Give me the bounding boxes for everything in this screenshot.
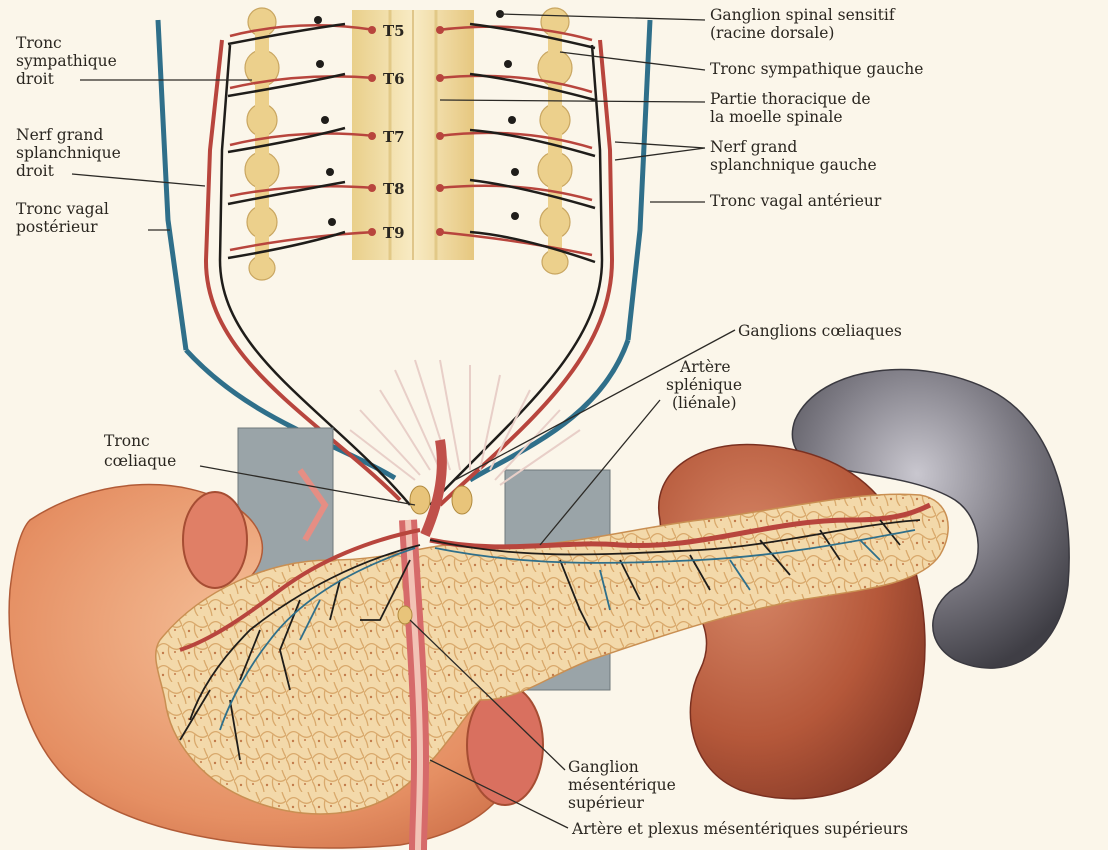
- svg-text:Ganglions cœliaques: Ganglions cœliaques: [738, 322, 902, 340]
- label-tronc-vagal-anterieur: Tronc vagal antérieur: [710, 192, 882, 210]
- duodenum-lumen: [183, 492, 247, 588]
- label-artere-plexus: Artère et plexus mésentériques supérieur…: [571, 820, 908, 838]
- svg-text:splanchnique gauche: splanchnique gauche: [710, 156, 877, 174]
- level-t5: T5: [383, 22, 405, 40]
- level-t9: T9: [383, 224, 405, 242]
- svg-text:Tronc: Tronc: [16, 34, 62, 52]
- label-tronc-vagal-posterieur: Tronc vagal postérieur: [16, 200, 109, 236]
- level-t6: T6: [383, 70, 405, 88]
- svg-text:Ganglion: Ganglion: [568, 758, 639, 776]
- svg-text:droit: droit: [16, 70, 55, 88]
- svg-text:Partie thoracique de: Partie thoracique de: [710, 90, 871, 108]
- svg-text:mésentérique: mésentérique: [568, 776, 676, 794]
- label-nerf-grand-splanchnique-droit: Nerf grand splanchnique droit: [16, 126, 121, 180]
- label-nerf-grand-splanchnique-gauche: Nerf grand splanchnique gauche: [710, 138, 877, 174]
- svg-text:(liénale): (liénale): [672, 394, 737, 412]
- label-tronc-sympathique-gauche: Tronc sympathique gauche: [710, 60, 923, 78]
- svg-text:Nerf grand: Nerf grand: [710, 138, 797, 156]
- diaphragm-fibers: [350, 360, 580, 485]
- jejunum-lumen: [467, 685, 543, 805]
- level-t8: T8: [383, 180, 405, 198]
- label-ganglion-spinal-sensitif: Ganglion spinal sensitif (racine dorsale…: [710, 6, 896, 42]
- svg-text:Ganglion spinal sensitif: Ganglion spinal sensitif: [710, 6, 896, 24]
- label-partie-thoracique: Partie thoracique de la moelle spinale: [710, 90, 871, 126]
- svg-text:Nerf grand: Nerf grand: [16, 126, 103, 144]
- superior-mesenteric-ganglion: [398, 606, 412, 624]
- svg-text:Artère: Artère: [679, 358, 731, 376]
- svg-text:splanchnique: splanchnique: [16, 144, 121, 162]
- svg-text:cœliaque: cœliaque: [104, 452, 176, 470]
- svg-text:Tronc vagal antérieur: Tronc vagal antérieur: [710, 192, 882, 210]
- svg-text:splénique: splénique: [666, 376, 742, 394]
- svg-text:la moelle spinale: la moelle spinale: [710, 108, 843, 126]
- svg-text:postérieur: postérieur: [16, 218, 98, 236]
- svg-text:sympathique: sympathique: [16, 52, 117, 70]
- label-artere-splenique: Artère splénique (liénale): [666, 358, 742, 412]
- svg-text:droit: droit: [16, 162, 55, 180]
- label-ganglions-coeliaques: Ganglions cœliaques: [738, 322, 902, 340]
- level-t7: T7: [383, 128, 405, 146]
- svg-text:Tronc: Tronc: [104, 432, 150, 450]
- svg-text:supérieur: supérieur: [568, 794, 645, 812]
- svg-text:(racine dorsale): (racine dorsale): [710, 24, 834, 42]
- svg-text:Tronc vagal: Tronc vagal: [16, 200, 109, 218]
- svg-text:Artère et plexus mésentériques: Artère et plexus mésentériques supérieur…: [571, 820, 908, 838]
- label-tronc-coeliaque: Tronc cœliaque: [104, 432, 176, 470]
- label-ganglion-mesenterique: Ganglion mésentérique supérieur: [568, 758, 676, 812]
- svg-text:Tronc sympathique gauche: Tronc sympathique gauche: [710, 60, 923, 78]
